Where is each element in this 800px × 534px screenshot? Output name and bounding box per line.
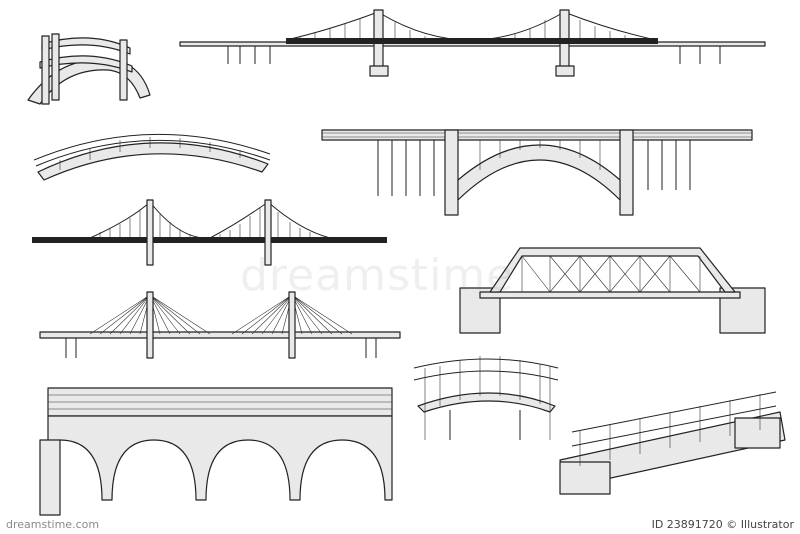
truss-bridge — [459, 247, 766, 334]
site-label[interactable]: dreamstime.com — [6, 517, 100, 531]
arched-wooden-bridge — [33, 133, 271, 181]
stone-arch-viaduct — [39, 387, 393, 516]
suspension-bridge — [32, 199, 387, 266]
plank-footbridge — [559, 391, 786, 495]
deck-arch-bridge — [321, 129, 753, 216]
curved-footbridge — [27, 33, 151, 105]
credit-footer: dreamstime.com ID 23891720 © Illustrator — [0, 514, 800, 534]
image-id-label: ID 23891720 © Illustrator — [651, 517, 794, 531]
cable-stayed-bridge — [39, 291, 401, 359]
garden-footbridge — [413, 356, 559, 440]
suspension-bridge-long — [179, 9, 766, 77]
watermark-text: dreamstime — [240, 250, 515, 301]
